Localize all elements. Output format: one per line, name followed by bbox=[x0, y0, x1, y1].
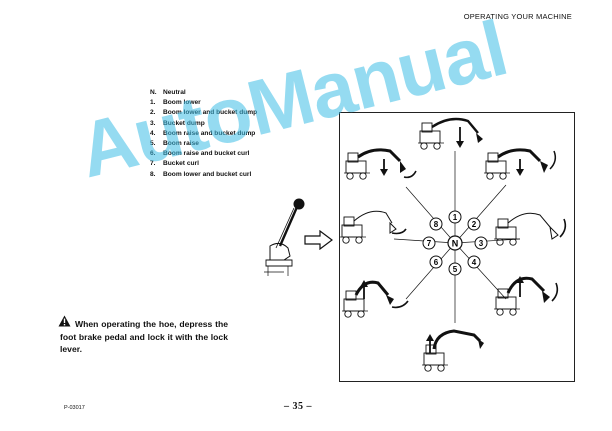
legend-item: 2.Boom lower and bucket dump bbox=[150, 109, 258, 117]
hoe-control-diagram: 1 2 3 4 5 6 7 bbox=[339, 112, 575, 382]
svg-text:1: 1 bbox=[453, 213, 458, 222]
svg-text:4: 4 bbox=[472, 258, 477, 267]
hoe-operation-warning: When operating the hoe, depress the foot… bbox=[60, 318, 228, 356]
legend-item: 6.Boom raise and bucket curl bbox=[150, 150, 250, 158]
dial-position-4: 4 bbox=[467, 255, 481, 269]
control-positions-legend: N.Neutral 1.Boom lower 2.Boom lower and … bbox=[150, 88, 257, 180]
legend-item: 7.Bucket curl bbox=[150, 160, 199, 168]
svg-text:2: 2 bbox=[472, 220, 477, 229]
control-lever-illustration bbox=[264, 198, 305, 276]
warning-text: When operating the hoe, depress the foot… bbox=[60, 319, 228, 354]
svg-text:N: N bbox=[452, 239, 459, 249]
dial-position-3: 3 bbox=[474, 236, 488, 250]
legend-item: 3.Bucket dump bbox=[150, 119, 205, 127]
legend-item: 4.Boom raise and bucket dump bbox=[150, 129, 256, 137]
legend-item: 1.Boom lower bbox=[150, 99, 201, 107]
legend-item: 5.Boom raise bbox=[150, 140, 199, 148]
svg-text:8: 8 bbox=[434, 220, 439, 229]
dial-position-neutral: N bbox=[447, 235, 463, 251]
page-number: – 35 – bbox=[284, 401, 312, 412]
warning-triangle-icon bbox=[58, 315, 71, 327]
legend-item: 8.Boom lower and bucket curl bbox=[150, 170, 252, 178]
svg-text:5: 5 bbox=[453, 265, 458, 274]
figure-code: P-03017 bbox=[64, 405, 85, 411]
dial-position-2: 2 bbox=[467, 217, 481, 231]
control-dial: 1 2 3 4 5 6 7 bbox=[422, 210, 488, 276]
legend-item: N.Neutral bbox=[150, 89, 186, 96]
svg-text:7: 7 bbox=[427, 239, 432, 248]
svg-text:6: 6 bbox=[434, 258, 439, 267]
svg-text:3: 3 bbox=[479, 239, 484, 248]
page-header: OPERATING YOUR MACHINE bbox=[463, 12, 572, 21]
dial-position-6: 6 bbox=[429, 255, 443, 269]
dial-position-7: 7 bbox=[422, 236, 436, 250]
arrow-right-icon bbox=[304, 230, 333, 250]
dial-position-1: 1 bbox=[448, 210, 462, 224]
hoe-control-diagram-drawing: 1 2 3 4 5 6 7 bbox=[339, 117, 567, 372]
dial-position-8: 8 bbox=[429, 217, 443, 231]
dial-position-5: 5 bbox=[448, 262, 462, 276]
